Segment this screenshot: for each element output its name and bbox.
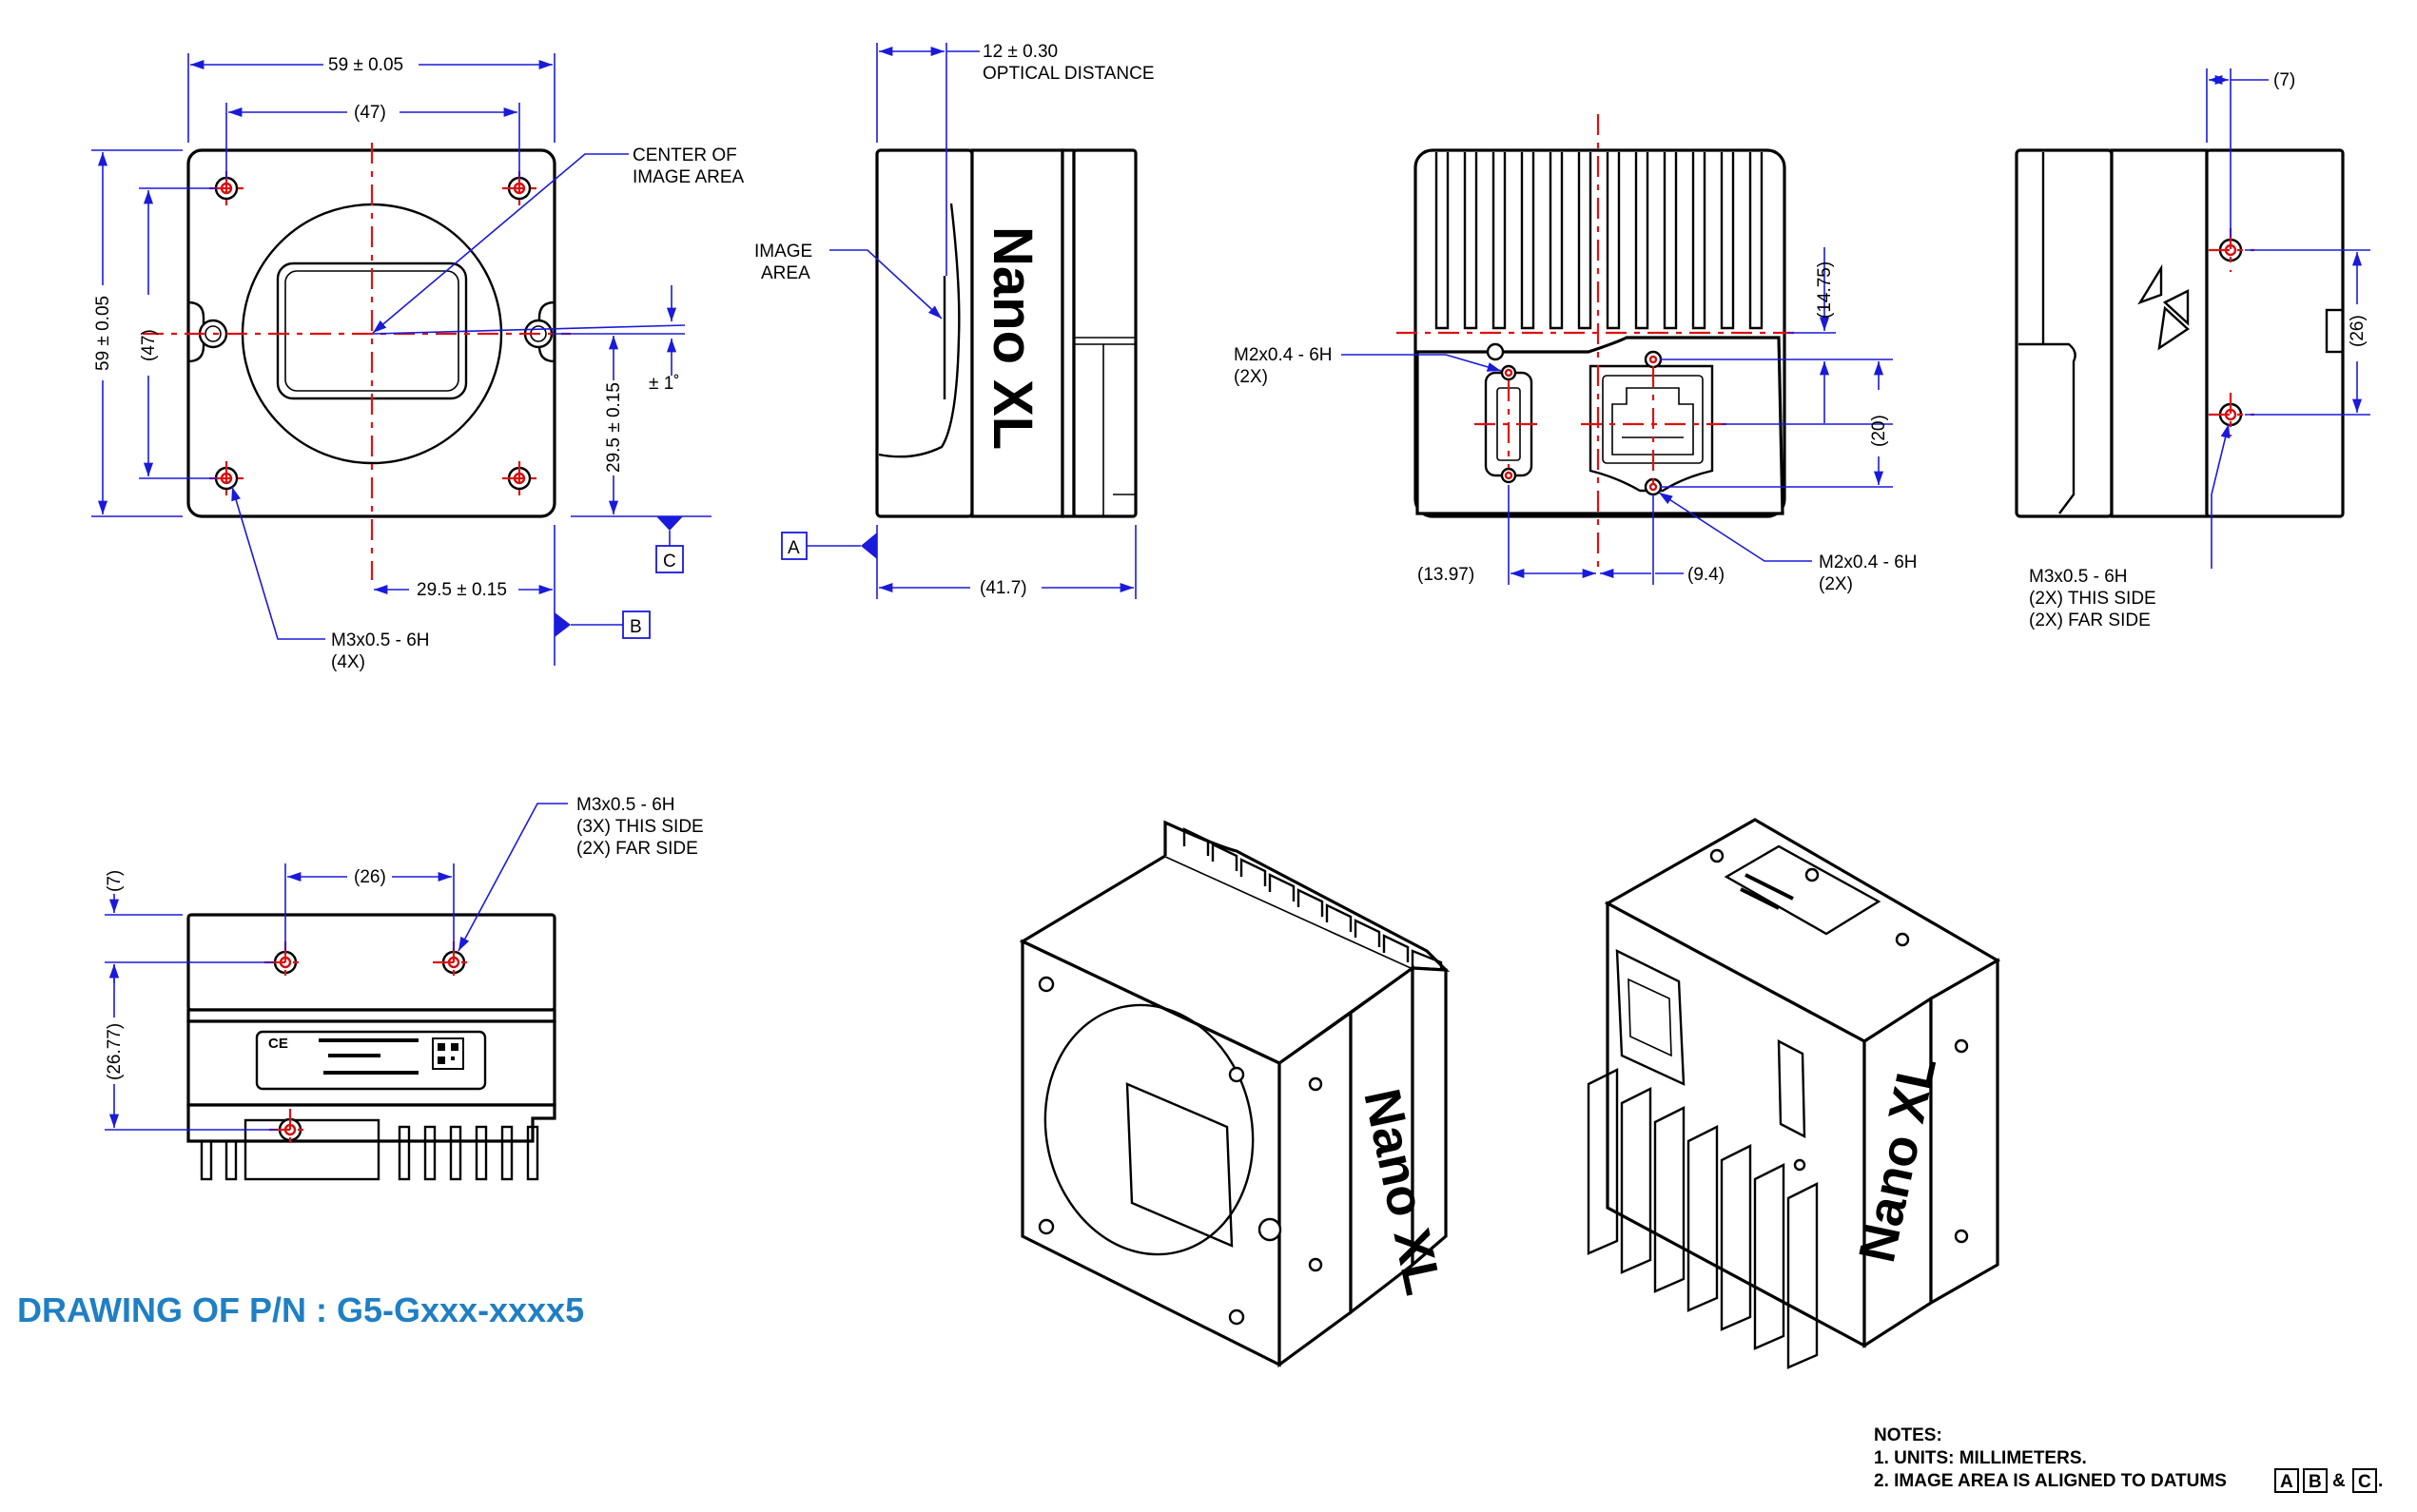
iso1-heatsink-top [1163,820,1451,972]
rear-callout-top-2: (2X) [1234,367,1268,387]
rear-callout-bot-2: (2X) [1819,574,1853,594]
iso2-io-port [1777,1038,1806,1139]
drawing-title: DRAWING OF P/N : G5-Gxxx-xxxx5 [17,1290,584,1329]
right-dim-26: (26) [2348,315,2368,347]
front-hole-callout-2: (4X) [331,652,365,672]
datum-a-box [781,532,808,560]
qr-code-icon [432,1037,464,1070]
bottom-dim-2677: (26.77) [105,1023,125,1080]
side-right-rear [2205,148,2345,518]
datum-c-label: C [663,552,676,572]
front-inner-width-dim: (47) [354,103,386,123]
body-side-split [1061,148,1076,518]
heatsink-side [1072,148,1138,518]
datum-a-label: A [788,538,800,558]
bottom-label-section [186,1019,556,1107]
datum-b-box [622,611,651,639]
rear-callout-bot-1: M2x0.4 - 6H [1819,552,1917,572]
notes-block: NOTES: 1. UNITS: MILLIMETERS. 2. IMAGE A… [1874,1425,2383,1493]
iso2-side-face-2 [1929,958,1999,1306]
side-right-lens [2015,148,2114,518]
optical-dim: 12 ± 0.30 [983,42,1058,62]
rear-callout-top-1: M2x0.4 - 6H [1234,345,1332,365]
right-callout-3: (2X) FAR SIDE [2029,611,2151,630]
iso1-side-face [1277,1009,1353,1368]
notes-datum-c-box [2352,1468,2377,1493]
right-callout-2: (2X) THIS SIDE [2029,589,2156,609]
h-center-dim: 29.5 ± 0.15 [417,580,507,600]
center-label-line1: CENTER OF [633,145,737,165]
bottom-rear-section [186,1103,556,1143]
rear-dim-1475: (14.75) [1815,262,1835,319]
ethernet-connector [1589,364,1714,493]
heatsink-fins [1434,152,1764,330]
iso2-top-label [1724,844,1881,936]
iso1-heatsink-edge [1411,966,1448,1269]
notes-amp: & [2332,1471,2346,1491]
lens-profile [878,203,961,458]
isometric-rear-view: Nano XL [1587,818,2001,1369]
rear-dim-20: (20) [1869,415,1889,447]
datum-c-box [655,545,684,573]
datum-b-label: B [630,617,642,637]
iso2-ethernet-port [1615,949,1686,1086]
rear-view [1341,114,1893,585]
front-view [91,53,711,666]
bottom-callout-3: (2X) FAR SIDE [576,839,698,859]
right-callout-1: M3x0.5 - 6H [2029,567,2127,587]
angle-tolerance: ± 1˚ [649,374,680,394]
notes-datum-c: C [2358,1472,2371,1492]
optical-label: OPTICAL DISTANCE [983,64,1155,84]
side-view-left: Nano XL [806,43,1138,599]
bottom-split-line [186,1008,556,1023]
center-label-line2: IMAGE AREA [633,167,745,187]
front-hole-callout-1: M3x0.5 - 6H [331,630,429,650]
notes-line2: 2. IMAGE AREA IS ALIGNED TO DATUMS [1874,1471,2227,1491]
product-label [255,1030,487,1091]
teledyne-logo-icon [2137,263,2190,351]
bottom-callout-1: M3x0.5 - 6H [576,795,674,815]
side-right-tab [2325,308,2345,354]
rear-dim-94: (9.4) [1687,565,1725,585]
status-led [1486,342,1505,361]
ce-mark: CE [268,1036,288,1052]
v-center-dim: 29.5 ± 0.15 [604,382,624,473]
image-area-line1: IMAGE [754,242,812,262]
notes-datum-b: B [2309,1472,2322,1492]
bottom-dim-7: (7) [105,870,125,892]
bottom-view: CE [105,803,568,1181]
bottom-dim-26: (26) [354,867,386,887]
front-width-dim: 59 ± 0.05 [328,55,403,75]
length-dim: (41.7) [980,578,1027,598]
notes-datum-a: A [2280,1472,2293,1492]
front-inner-height-dim: (47) [139,329,159,361]
notes-line1: 1. UNITS: MILLIMETERS. [1874,1448,2087,1468]
bottom-fins [200,1118,539,1181]
notes-datum-b-box [2303,1468,2328,1493]
brand-side-label: Nano XL [982,226,1043,450]
ethernet-port-jack [1611,387,1694,456]
notes-heading: NOTES: [1874,1425,1942,1445]
notes-datum-a-box [2274,1468,2299,1493]
image-area-line2: AREA [761,263,810,283]
side-right-body [2110,148,2209,518]
bottom-callout-2: (3X) THIS SIDE [576,817,704,837]
iso1-sensor [1125,1082,1234,1248]
notes-end: . [2378,1471,2383,1491]
body-side-front [970,148,1064,518]
right-dim-7: (7) [2273,70,2295,90]
rear-dim-1397: (13.97) [1417,565,1474,585]
front-height-dim: 59 ± 0.05 [93,296,113,371]
isometric-front-view: Nano XL [1019,820,1452,1368]
iso2-fins [1587,1068,1819,1369]
side-view-right [2015,68,2370,569]
iso1-lens-mount [1043,1003,1255,1256]
